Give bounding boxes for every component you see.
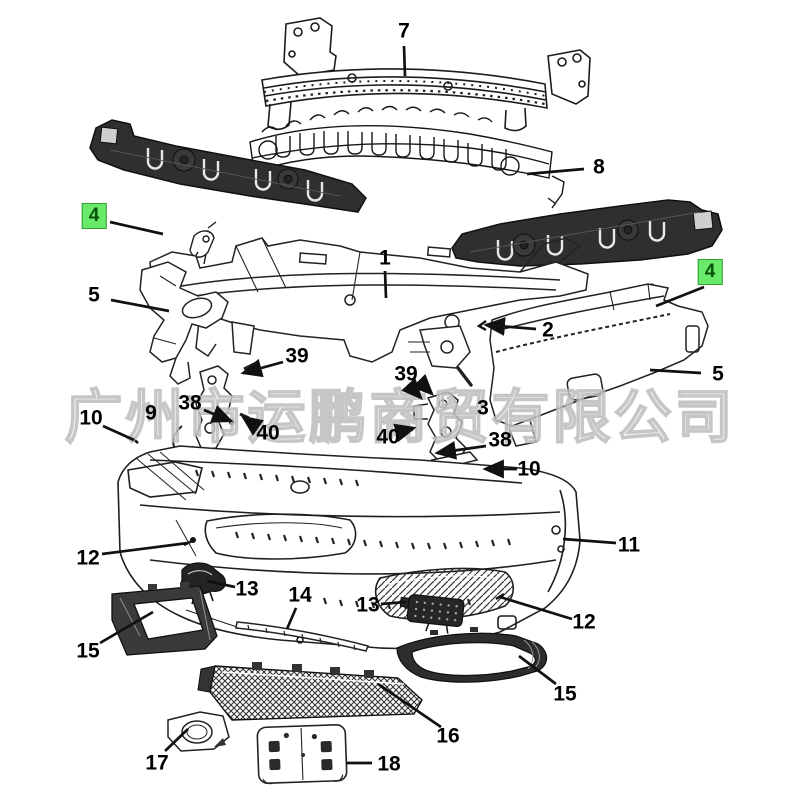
leader-line-15 (518, 654, 557, 686)
leader-line-15 (99, 610, 154, 645)
part-7-reinforcement-beam-drawing (261, 17, 591, 132)
part-5-right-closeout-drawing (489, 283, 709, 447)
part-18-license-bracket-drawing (256, 723, 348, 785)
leader-line-4 (109, 220, 164, 236)
leader-line-14 (285, 607, 298, 630)
part-14-molding-strip-drawing (235, 621, 370, 652)
leader-line-11 (562, 537, 617, 545)
leader-line-5 (110, 298, 170, 313)
leader-line-5 (649, 368, 702, 375)
leader-line-39 (411, 373, 434, 396)
part-1-bumper-carrier-drawing (149, 237, 589, 369)
leader-line-12 (101, 541, 189, 556)
leader-line-10 (102, 424, 135, 442)
leader-line-1 (383, 270, 388, 299)
leader-line-38 (203, 405, 234, 423)
part-8-energy-absorber-drawing (249, 105, 565, 209)
part-17-fog-bezel-drawing (167, 711, 230, 752)
part-right-side-bracket-drawing (451, 199, 723, 267)
part-16-lower-grille-drawing (197, 662, 423, 721)
leader-line-8 (526, 167, 585, 176)
part-12-screw-right-drawing (495, 592, 505, 601)
leader-line-17 (164, 728, 189, 752)
leader-line-4 (655, 285, 705, 308)
part-left-side-bracket-drawing (89, 119, 367, 213)
leader-line-12 (499, 595, 573, 621)
leader-line-38 (434, 440, 487, 460)
leader-line-40 (393, 423, 417, 443)
leader-line-16 (377, 682, 442, 729)
part-15-left-fog-trim-drawing (111, 582, 218, 656)
part-13-right-insert-drawing (399, 594, 465, 634)
leader-line-13 (380, 600, 407, 606)
leader-line-2 (483, 317, 537, 336)
part-5-left-closeout-drawing (139, 261, 229, 385)
leader-line-39 (401, 377, 423, 400)
leader-line-40 (240, 415, 264, 436)
leader-line-39 (240, 358, 284, 378)
leader-line-13 (206, 579, 236, 589)
leader-line-7 (402, 45, 407, 77)
part-11-bumper-cover-drawing (117, 445, 581, 650)
